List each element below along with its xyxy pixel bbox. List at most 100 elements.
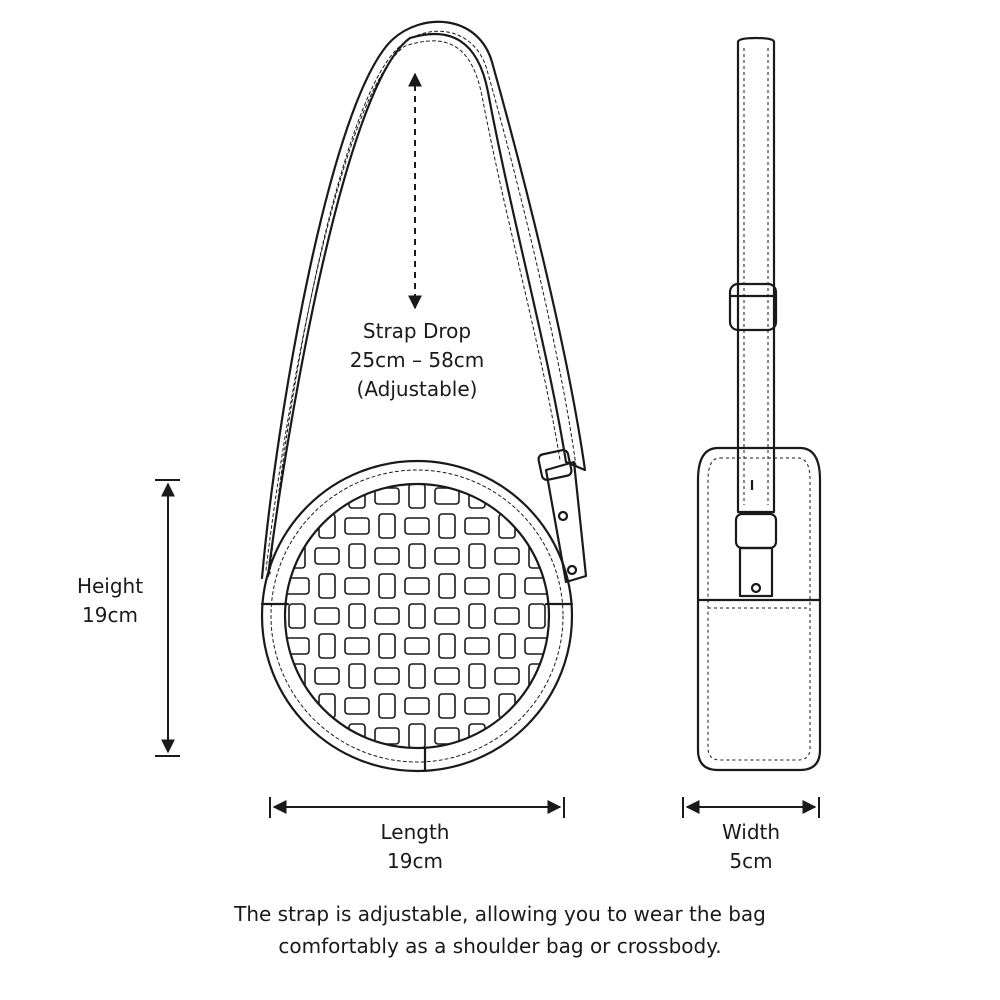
height-value: 19cm — [82, 603, 138, 627]
weave-cell — [464, 697, 490, 715]
strap-buckle — [537, 448, 573, 482]
weave-cell — [255, 428, 279, 444]
weave-cell — [555, 488, 579, 504]
weave-cell — [285, 637, 310, 655]
weave-cell — [528, 723, 546, 748]
weave-cell — [494, 607, 520, 625]
weave-cell — [374, 547, 400, 565]
weave-cell — [494, 547, 520, 565]
length-value: 19cm — [387, 849, 443, 873]
weave-cell — [285, 517, 310, 535]
width-value: 5cm — [729, 849, 773, 873]
weave-cell — [374, 607, 400, 625]
side-tab — [738, 546, 774, 598]
side-view — [696, 36, 822, 772]
weave-cell — [468, 663, 486, 689]
weave-cell — [378, 513, 396, 539]
weave-cell — [259, 694, 275, 718]
caption: The strap is adjustable, allowing you to… — [0, 898, 1000, 962]
weave-cell — [229, 484, 245, 508]
weave-cell — [348, 543, 366, 569]
weave-cell — [348, 603, 366, 629]
weave-cell — [434, 607, 460, 625]
caption-line-2: comfortably as a shoulder bag or crossbo… — [278, 934, 722, 958]
weave-cell — [408, 723, 426, 748]
weave-cell — [285, 697, 310, 715]
weave-cell — [259, 754, 275, 778]
weave-cell — [319, 454, 335, 478]
weave-cell — [314, 607, 340, 625]
weave-cell — [375, 788, 399, 804]
strap-drop-label: Strap Drop 25cm – 58cm (Adjustable) — [315, 317, 519, 404]
weave-cell — [225, 698, 249, 714]
weave-cell — [589, 424, 605, 448]
weave-cell — [528, 484, 546, 509]
weave-cell — [465, 758, 489, 774]
weave-cell — [289, 784, 305, 808]
weave-cell — [498, 573, 516, 599]
weave-cell — [469, 424, 485, 448]
width-label: Width 5cm — [701, 818, 801, 876]
weave-cell — [285, 758, 309, 774]
dimension-lines — [155, 72, 820, 818]
weave-cell — [499, 754, 515, 778]
weave-cell — [374, 667, 400, 685]
weave-cell — [314, 667, 340, 685]
weave-cell — [374, 727, 400, 745]
weave-cell — [434, 487, 460, 505]
weave-cell — [315, 428, 339, 444]
weave-cell — [435, 788, 459, 804]
weave-cell — [589, 784, 605, 808]
side-buckle-upper — [728, 282, 778, 332]
weave-cell — [465, 458, 489, 474]
weave-cell — [438, 693, 456, 719]
weave-cell — [288, 543, 306, 569]
front-body-stitching — [270, 469, 564, 763]
weave-cell — [529, 424, 545, 448]
weave-cell — [585, 758, 609, 774]
weave-cell — [375, 428, 399, 444]
weave-cell — [555, 428, 579, 444]
weave-cell — [404, 517, 430, 535]
caption-line-1: The strap is adjustable, allowing you to… — [234, 902, 766, 926]
front-strap — [260, 20, 587, 580]
weave-cell — [318, 633, 336, 659]
weave-cell — [524, 517, 549, 535]
weave-cell — [528, 603, 546, 629]
height-title: Height — [76, 574, 144, 598]
height-label: Height 19cm — [60, 572, 160, 630]
weave-cell — [229, 664, 245, 688]
weave-cell — [344, 577, 370, 595]
weave-cell — [468, 543, 486, 569]
weave-cell — [464, 637, 490, 655]
weave-cell — [314, 547, 340, 565]
weave-cell — [589, 484, 605, 508]
weave-cell — [585, 578, 609, 594]
weave-cell — [434, 547, 460, 565]
weave-cell — [468, 603, 486, 629]
weave-cell — [378, 633, 396, 659]
length-title: Length — [380, 820, 450, 844]
weave-cell — [255, 608, 279, 624]
weave-cell — [585, 698, 609, 714]
strap-drop-title: Strap Drop — [362, 319, 472, 343]
weave-cell — [225, 518, 249, 534]
weave-cell — [498, 633, 516, 659]
weave-cell — [409, 784, 425, 808]
strap-tab — [544, 460, 588, 584]
weave-cell — [525, 758, 549, 774]
weave-cell — [559, 754, 575, 778]
weave-cell — [555, 728, 579, 744]
weave-cell — [408, 484, 426, 509]
weave-cell — [528, 663, 546, 689]
weave-cell — [438, 513, 456, 539]
strap-rivet — [557, 510, 569, 522]
weave-cell — [255, 728, 279, 744]
weave-cell — [345, 758, 369, 774]
weave-cell — [288, 603, 306, 629]
width-title: Width — [721, 820, 781, 844]
weave-cell — [404, 637, 430, 655]
weave-cell — [225, 458, 249, 474]
weave-cell — [288, 723, 306, 748]
